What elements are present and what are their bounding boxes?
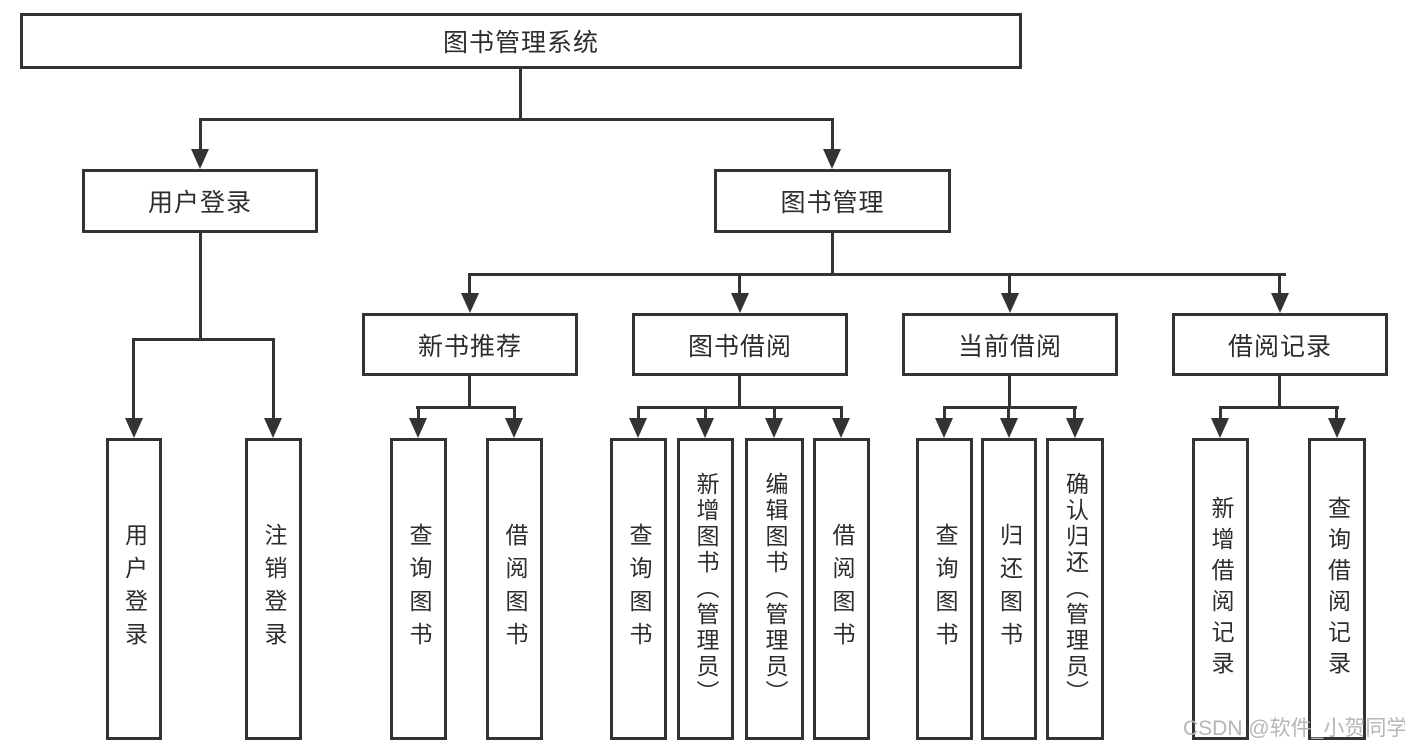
node-label: 用户登录 <box>121 523 148 655</box>
arrow-down-icon <box>832 418 850 438</box>
node-label: 编辑图书（管理员） <box>762 472 788 706</box>
arrow-down-icon <box>1000 418 1018 438</box>
node-book-management: 图书管理 <box>714 169 951 233</box>
connector-vline <box>1219 406 1222 420</box>
connector-vline <box>704 406 707 420</box>
connector-vline <box>272 338 275 420</box>
connector-vline <box>1008 273 1011 295</box>
arrow-down-icon <box>409 418 427 438</box>
node-leaf-user-login: 用户登录 <box>106 438 162 740</box>
node-label: 图书借阅 <box>687 332 792 361</box>
connector-vline <box>1008 376 1011 409</box>
connector-vline <box>1007 406 1010 420</box>
node-leaf-borrow-books-recommend: 借阅图书 <box>486 438 543 740</box>
node-leaf-query-borrow-record: 查询借阅记录 <box>1308 438 1366 740</box>
connector-hline <box>943 406 1077 409</box>
arrow-down-icon <box>1211 418 1229 438</box>
connector-vline <box>199 118 202 151</box>
node-label: 查询借阅记录 <box>1324 496 1351 682</box>
arrow-down-icon <box>191 149 209 169</box>
node-leaf-logout: 注销登录 <box>245 438 302 740</box>
node-leaf-query-books-recommend: 查询图书 <box>390 438 447 740</box>
node-label: 查询图书 <box>406 523 432 655</box>
connector-vline <box>773 406 776 420</box>
node-leaf-return-book: 归还图书 <box>981 438 1037 740</box>
connector-vline <box>468 376 471 409</box>
node-label: 归还图书 <box>996 523 1023 655</box>
node-leaf-confirm-return-admin: 确认归还（管理员） <box>1046 438 1104 740</box>
csdn-watermark: CSDN @软件_小贺同学 <box>1183 717 1405 740</box>
arrow-down-icon <box>629 418 647 438</box>
node-label: 图书管理 <box>780 189 885 217</box>
node-label: 图书管理系统 <box>442 29 599 57</box>
node-borrowing-records: 借阅记录 <box>1172 313 1388 376</box>
connector-hline <box>468 273 1286 276</box>
node-leaf-add-borrow-record: 新增借阅记录 <box>1192 438 1249 740</box>
node-label: 用户登录 <box>147 189 252 217</box>
connector-vline <box>417 406 420 420</box>
arrow-down-icon <box>125 418 143 438</box>
connector-hline <box>637 406 843 409</box>
arrow-down-icon <box>264 418 282 438</box>
node-label: 借阅图书 <box>502 523 528 655</box>
node-label: 借阅图书 <box>829 523 855 655</box>
arrow-down-icon <box>461 293 479 313</box>
connector-vline <box>840 406 843 420</box>
connector-vline <box>1335 406 1338 420</box>
connector-vline <box>1278 376 1281 409</box>
node-label: 注销登录 <box>261 523 287 655</box>
node-leaf-query-books-borrow: 查询图书 <box>610 438 667 740</box>
arrow-down-icon <box>1066 418 1084 438</box>
node-book-borrowing: 图书借阅 <box>632 313 848 376</box>
node-label: 新增借阅记录 <box>1208 496 1234 682</box>
arrow-down-icon <box>731 293 749 313</box>
connector-vline <box>199 233 202 341</box>
arrow-down-icon <box>765 418 783 438</box>
node-leaf-query-books-current: 查询图书 <box>916 438 973 740</box>
node-leaf-edit-book-admin: 编辑图书（管理员） <box>745 438 804 740</box>
arrow-down-icon <box>1328 418 1346 438</box>
connector-hline <box>416 406 516 409</box>
node-new-book-recommend: 新书推荐 <box>362 313 578 376</box>
connector-vline <box>738 376 741 409</box>
node-label: 当前借阅 <box>957 332 1062 361</box>
arrow-down-icon <box>823 149 841 169</box>
connector-vline <box>519 69 522 121</box>
arrow-down-icon <box>696 418 714 438</box>
node-label: 查询图书 <box>626 523 652 655</box>
connector-hline <box>133 338 275 341</box>
node-user-login: 用户登录 <box>82 169 318 233</box>
connector-vline <box>1278 273 1281 295</box>
connector-vline <box>513 406 516 420</box>
node-label: 新书推荐 <box>417 332 522 361</box>
connector-vline <box>738 273 741 295</box>
node-leaf-add-book-admin: 新增图书（管理员） <box>677 438 734 740</box>
connector-hline <box>1219 406 1339 409</box>
node-label: 确认归还（管理员） <box>1062 472 1089 706</box>
node-label: 查询图书 <box>932 523 958 655</box>
connector-vline <box>637 406 640 420</box>
arrow-down-icon <box>1271 293 1289 313</box>
connector-vline <box>943 406 946 420</box>
arrow-down-icon <box>505 418 523 438</box>
connector-vline <box>831 233 834 276</box>
node-current-borrowing: 当前借阅 <box>902 313 1118 376</box>
connector-vline <box>132 338 135 420</box>
node-label: 新增图书（管理员） <box>693 472 719 706</box>
node-library-system: 图书管理系统 <box>20 13 1022 69</box>
connector-vline <box>1073 406 1076 420</box>
connector-vline <box>831 118 834 151</box>
arrow-down-icon <box>1001 293 1019 313</box>
connector-vline <box>468 273 471 295</box>
arrow-down-icon <box>935 418 953 438</box>
node-leaf-borrow-books: 借阅图书 <box>813 438 870 740</box>
node-label: 借阅记录 <box>1227 332 1332 361</box>
connector-hline <box>199 118 834 121</box>
